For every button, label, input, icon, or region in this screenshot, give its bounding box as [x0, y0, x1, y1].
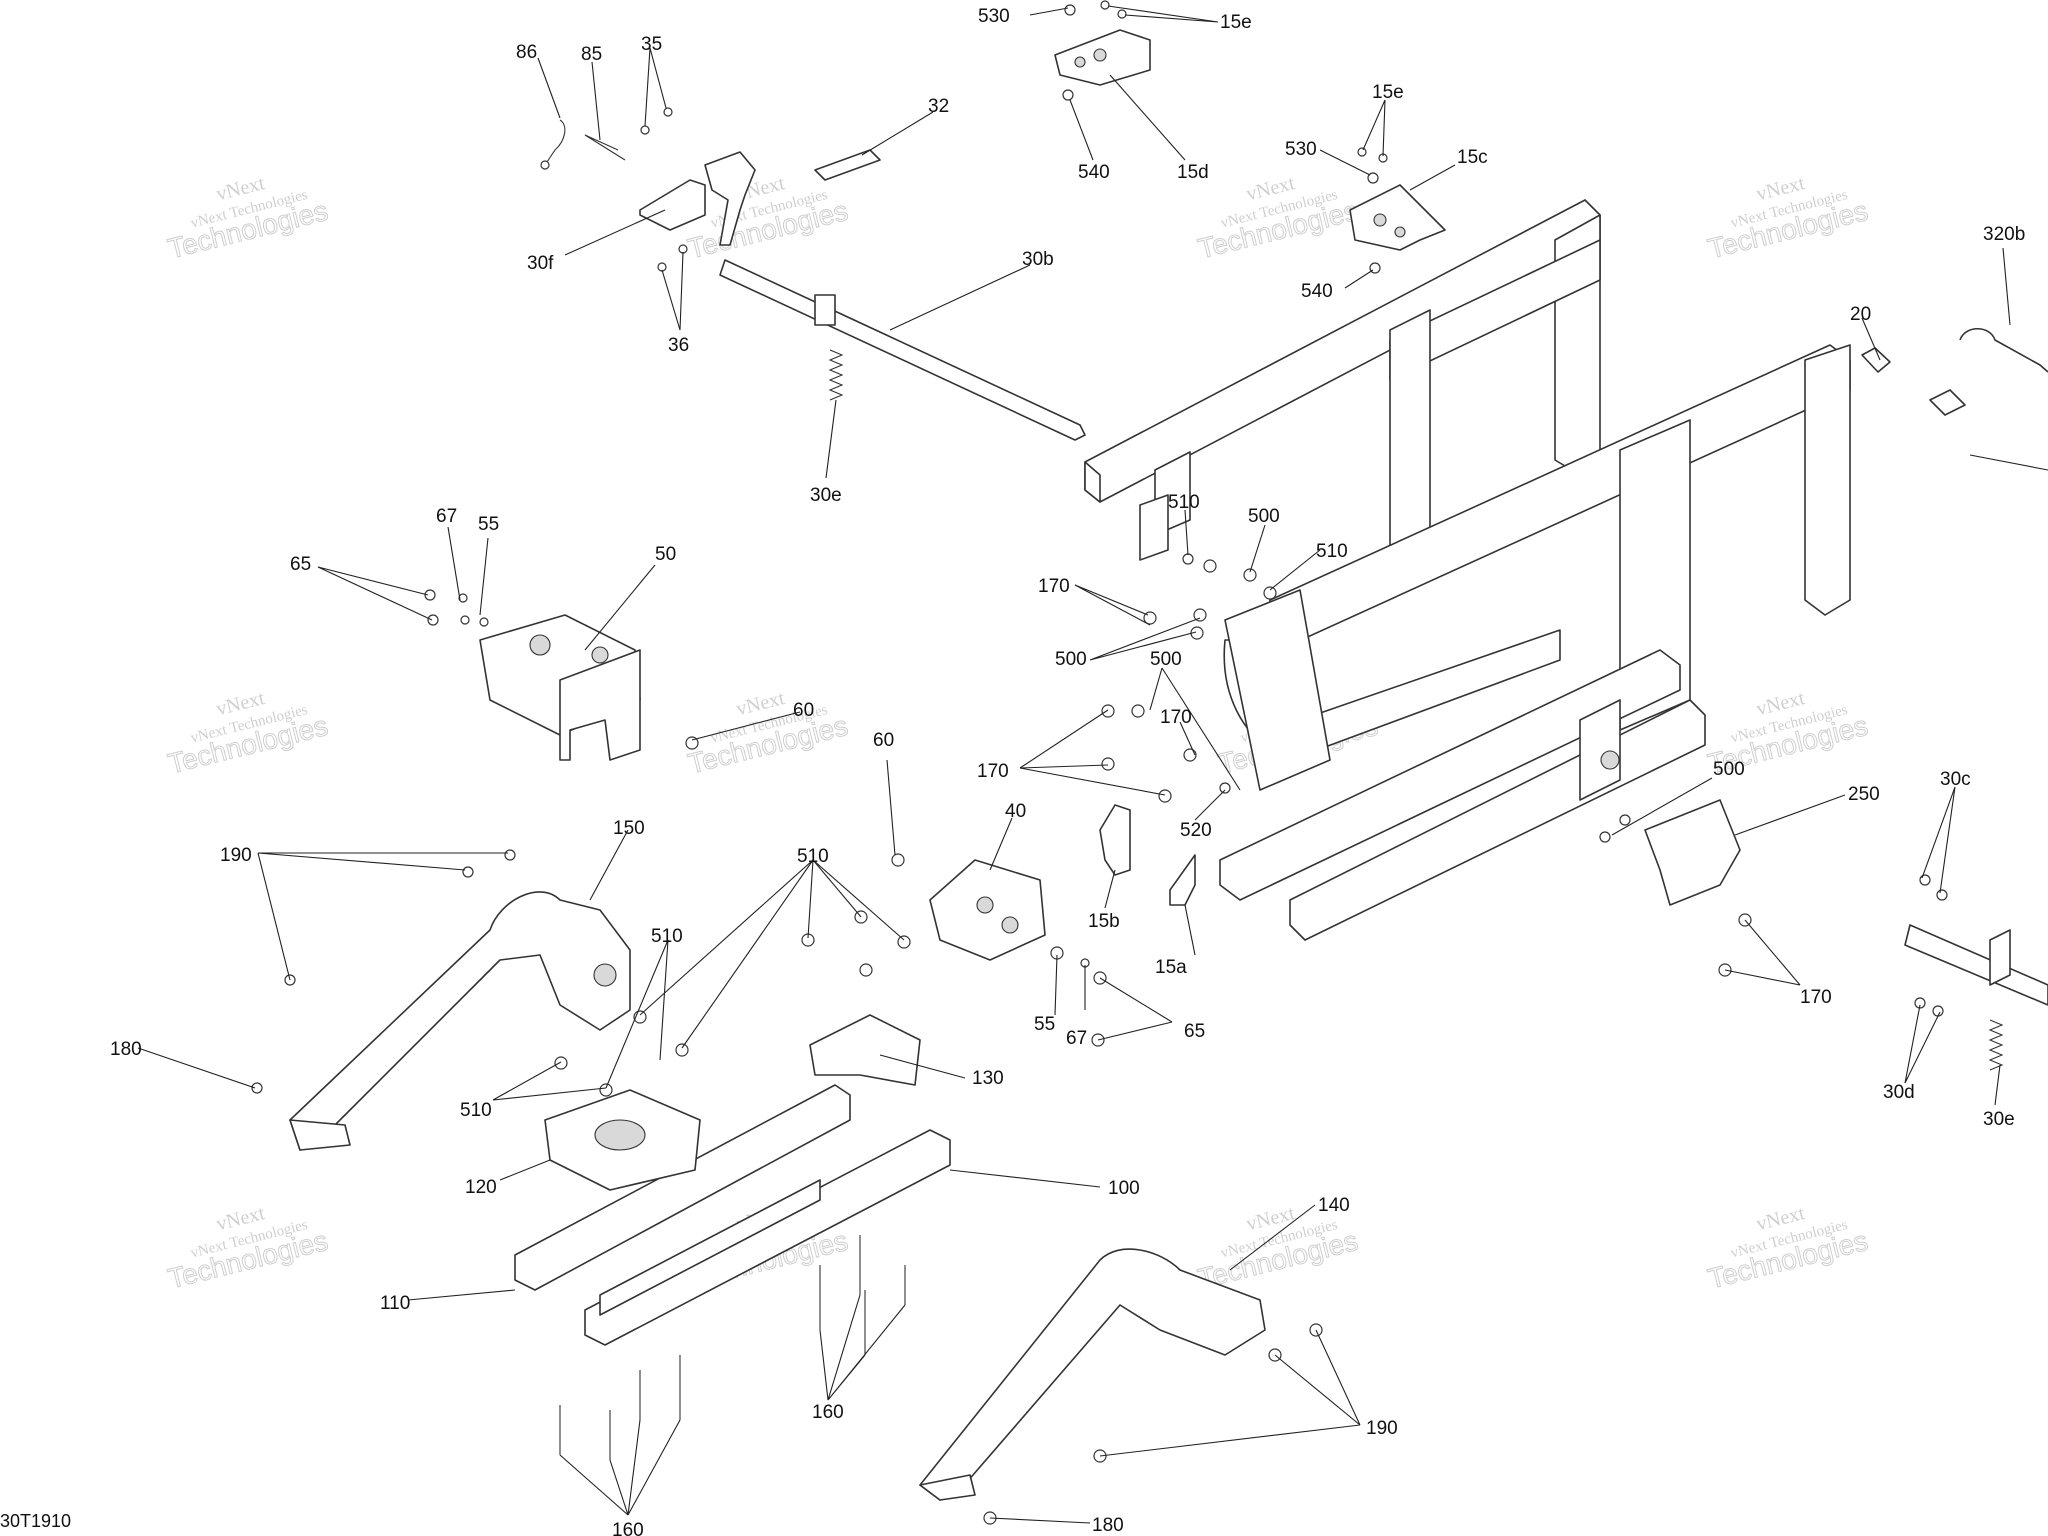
callout-65: 65 [1184, 1021, 1205, 1042]
watermark: vNext vNext Technologies Technologies [164, 1202, 331, 1295]
lower-seat-frame [1219, 344, 1851, 941]
callout-540: 540 [1078, 162, 1110, 183]
callout-540: 540 [1301, 281, 1333, 302]
plate-15c [1349, 184, 1446, 251]
arm-150 [289, 891, 631, 1151]
clip-85 [584, 134, 626, 161]
callout-180: 180 [1092, 1515, 1124, 1536]
callout-130: 130 [972, 1068, 1004, 1089]
callout-30e: 30e [810, 485, 842, 506]
callout-510: 510 [1168, 492, 1200, 513]
callout-32: 32 [928, 96, 949, 117]
rod-30c [1904, 924, 2048, 1006]
callout-180: 180 [110, 1039, 142, 1060]
callout-160: 160 [812, 1402, 844, 1423]
callout-60: 60 [793, 700, 814, 721]
watermark: vNext vNext Technologies Technologies [1704, 1202, 1871, 1295]
watermark: vNext vNext Technologies Technologies [164, 687, 331, 780]
parts [251, 0, 2048, 1525]
callout-110: 110 [380, 1293, 410, 1314]
callout-15e: 15e [1372, 82, 1404, 103]
callout-500: 500 [1248, 506, 1280, 527]
bracket-120 [544, 1089, 701, 1191]
callout-15d: 15d [1177, 162, 1209, 183]
callout-530: 530 [1285, 139, 1317, 160]
bolts-160 [559, 1235, 906, 1460]
watermark: vNext vNext Technologies Technologies [1704, 172, 1871, 265]
bracket-30f [639, 179, 706, 231]
callout-190: 190 [220, 845, 252, 866]
callout-160: 160 [612, 1520, 644, 1536]
drawing-code: 30T1910 [0, 1511, 72, 1531]
arm-140 [919, 1248, 1266, 1501]
callout-labels: 530 15e 86 85 35 32 540 15d 15e 530 15c … [110, 6, 2025, 1536]
bracket-130 [809, 1014, 921, 1086]
rail-100 [584, 1129, 951, 1346]
callout-510: 510 [460, 1100, 492, 1121]
shift-rod [704, 151, 1086, 441]
callout-320b: 320b [1983, 224, 2025, 245]
callout-520: 520 [1180, 820, 1212, 841]
callout-510: 510 [797, 846, 829, 867]
callout-55: 55 [478, 514, 499, 535]
pin-86 [544, 119, 566, 166]
callout-170: 170 [1038, 576, 1070, 597]
callout-30f: 30f [527, 253, 554, 274]
callout-67: 67 [1066, 1028, 1087, 1049]
cover-250 [1644, 799, 1741, 906]
pad-32 [814, 149, 881, 181]
bracket-40 [929, 859, 1046, 961]
callout-510: 510 [1316, 541, 1348, 562]
callout-190: 190 [1366, 1418, 1398, 1439]
callout-60: 60 [873, 730, 894, 751]
callout-20: 20 [1850, 304, 1871, 325]
rail-110 [514, 1084, 851, 1291]
watermark: vNext vNext Technologies Technologies [684, 687, 851, 780]
callout-15a: 15a [1155, 957, 1187, 978]
callout-500: 500 [1713, 759, 1745, 780]
callout-15c: 15c [1457, 147, 1488, 168]
callout-86: 86 [516, 42, 537, 63]
spring-30e-bottom [1988, 1019, 2004, 1071]
watermark: vNext vNext Technologies Technologies [1194, 172, 1361, 265]
callout-67: 67 [436, 506, 457, 527]
callout-15b: 15b [1088, 911, 1120, 932]
callout-530: 530 [978, 6, 1010, 27]
plate-15b [1099, 804, 1131, 876]
callout-30e: 30e [1983, 1109, 2015, 1130]
plate-15a [1169, 854, 1196, 906]
callout-30d: 30d [1883, 1082, 1915, 1103]
callout-40: 40 [1005, 801, 1026, 822]
handle-320b [1959, 327, 2048, 373]
callout-140: 140 [1318, 1195, 1350, 1216]
callout-100: 100 [1108, 1178, 1140, 1199]
callout-30c: 30c [1940, 769, 1971, 790]
callout-510: 510 [651, 926, 683, 947]
callout-35: 35 [641, 34, 662, 55]
callout-250: 250 [1848, 784, 1880, 805]
plate-15d [1054, 29, 1151, 86]
callout-36: 36 [668, 335, 689, 356]
callout-50: 50 [655, 544, 676, 565]
callout-120: 120 [465, 1177, 497, 1198]
callout-170: 170 [1800, 987, 1832, 1008]
callout-30b: 30b [1022, 249, 1054, 270]
leader-lines [137, 5, 2048, 1524]
callout-15e: 15e [1220, 12, 1252, 33]
callout-150: 150 [613, 818, 645, 839]
callout-55: 55 [1034, 1014, 1055, 1035]
callout-170: 170 [977, 761, 1009, 782]
watermark: vNext vNext Technologies Technologies [164, 172, 331, 265]
callout-65: 65 [290, 554, 311, 575]
callout-85: 85 [581, 44, 602, 65]
spring-30e-top [828, 349, 844, 401]
callout-500: 500 [1055, 649, 1087, 670]
bushing-20 [1861, 347, 1966, 416]
bracket-50 [479, 614, 641, 761]
callout-500: 500 [1150, 649, 1182, 670]
callout-170: 170 [1160, 707, 1192, 728]
